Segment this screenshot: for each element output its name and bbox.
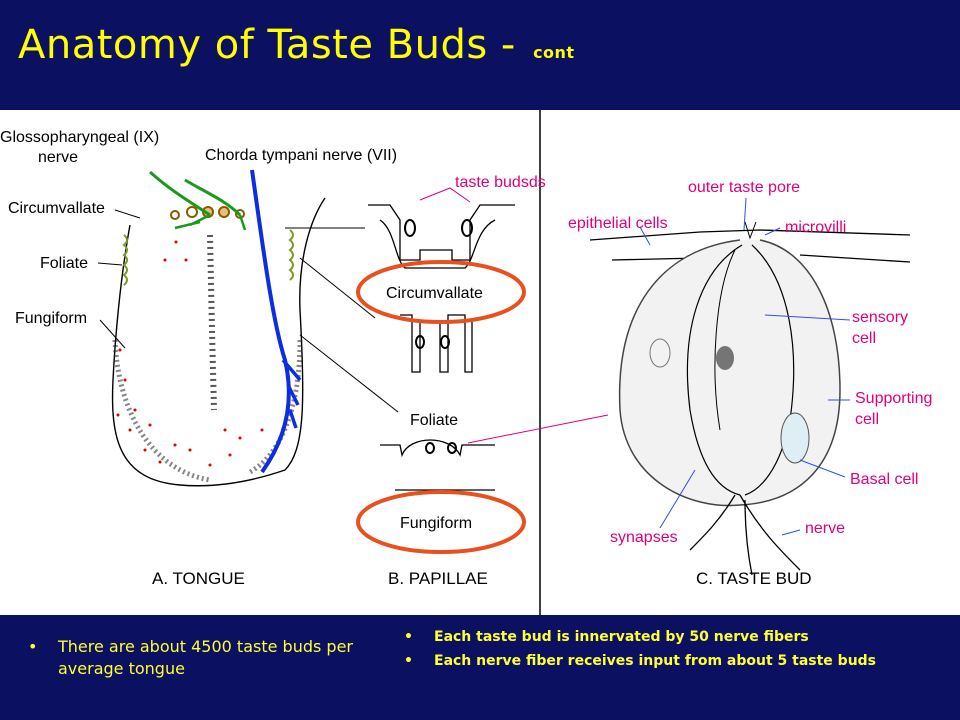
taste-bud-drawing [589, 221, 911, 576]
label-sensory: sensory [852, 309, 908, 326]
slide-title-text: Anatomy of Taste Buds - [18, 22, 530, 68]
bullet-item: • Each nerve fiber receives input from a… [398, 652, 918, 670]
papillae-taste-buds [404, 219, 473, 454]
pointer-to-foliate-papilla [299, 334, 399, 413]
fungiform-highlight-ellipse [356, 490, 526, 554]
pointer-foliate [97, 262, 123, 266]
pointer-fungiform [99, 319, 126, 349]
cell-nucleus [716, 346, 734, 370]
tongue-edge-texture-left [112, 339, 211, 483]
caption-papillae: B. PAPILLAE [388, 569, 488, 588]
slide-title: Anatomy of Taste Buds - cont [18, 22, 575, 68]
bullet-item: • There are about 4500 taste buds per av… [22, 636, 362, 680]
inner-cell-line [714, 249, 736, 431]
vallate-papilla [170, 210, 180, 220]
label-papilla-fungiform: Fungiform [400, 515, 472, 532]
label-epithelial-cells: epithelial cells [568, 215, 668, 232]
taste-pore [744, 221, 757, 240]
label-supporting: Supporting [855, 390, 932, 407]
bullet-dot: • [404, 653, 413, 669]
label-taste-buds: taste budsds [455, 174, 546, 191]
label-microvilli: microvilli [785, 219, 846, 236]
label-outer-taste-pore: outer taste pore [688, 179, 800, 196]
nerve-fibers [689, 494, 801, 576]
label-chorda-tympani: Chorda tympani nerve (VII) [205, 147, 397, 164]
taste-buds-pointer [419, 187, 471, 203]
cell-nucleus-outline [649, 338, 671, 368]
foliate-folds-left [122, 234, 128, 286]
foliate-folds-right [288, 229, 294, 281]
taste-bud-body [618, 239, 841, 507]
label-basal-cell: Basal cell [850, 471, 918, 488]
foliate-papilla-outline [400, 314, 473, 373]
bullet-text-innervation: Each taste bud is innervated by 50 nerve… [434, 629, 809, 645]
taste-bud-pointers [639, 197, 851, 536]
label-fungiform: Fungiform [15, 310, 87, 327]
label-papilla-circumvallate: Circumvallate [386, 285, 483, 302]
bullet-item: • Each taste bud is innervated by 50 ner… [398, 628, 918, 646]
taste-bud-diagram: Glossopharyngeal (IX) nerve Chorda tympa… [0, 110, 932, 615]
diagram-panel: Glossopharyngeal (IX) nerve Chorda tympa… [0, 110, 960, 615]
bullets-left: • There are about 4500 taste buds per av… [22, 636, 362, 686]
pointer-to-circumvallate-papilla [299, 257, 376, 319]
chorda-tympani-nerve [250, 169, 302, 474]
papillae-drawings [368, 204, 515, 491]
label-sensory-cell: cell [852, 330, 876, 347]
pointer-circumvallate [114, 209, 141, 219]
bullet-dot: • [28, 637, 38, 656]
fungiform-dots [116, 240, 264, 467]
label-foliate: Foliate [40, 255, 88, 272]
supporting-cell-outline [744, 244, 795, 496]
label-synapses: synapses [610, 529, 678, 546]
bullet-text-fiber-input: Each nerve fiber receives input from abo… [434, 653, 877, 669]
circumvallate-trench [379, 219, 496, 269]
label-nerve: nerve [805, 520, 845, 537]
bullet-dot: • [404, 629, 413, 645]
label-supporting-cell: cell [855, 411, 879, 428]
vallate-papilla [186, 206, 198, 218]
basal-cell-shape [780, 412, 810, 464]
label-circumvallate: Circumvallate [8, 200, 105, 217]
tongue-drawing [111, 197, 365, 487]
vallate-papilla [218, 206, 230, 218]
sensory-cell-outline [686, 244, 743, 496]
glossopharyngeal-nerve [148, 170, 247, 231]
caption-tongue: A. TONGUE [152, 569, 245, 588]
caption-taste-bud: C. TASTE BUD [696, 569, 812, 588]
slide-title-suffix: cont [533, 43, 575, 62]
bullets-right: • Each taste bud is innervated by 50 ner… [398, 628, 918, 676]
circumvallate-papilla-outline [368, 204, 515, 261]
label-papilla-foliate: Foliate [410, 412, 458, 429]
circumvallate-highlight-ellipse [356, 260, 526, 324]
tongue-outline [111, 197, 326, 487]
bullet-text-tongue-count: There are about 4500 taste buds per aver… [58, 637, 353, 678]
tongue-midline-texture [207, 234, 217, 411]
pointer-to-taste-bud [467, 414, 609, 444]
label-glossopharyngeal-nerve: nerve [38, 149, 78, 166]
fungiform-papilla-outline [380, 439, 495, 458]
label-glossopharyngeal: Glossopharyngeal (IX) [0, 129, 159, 146]
